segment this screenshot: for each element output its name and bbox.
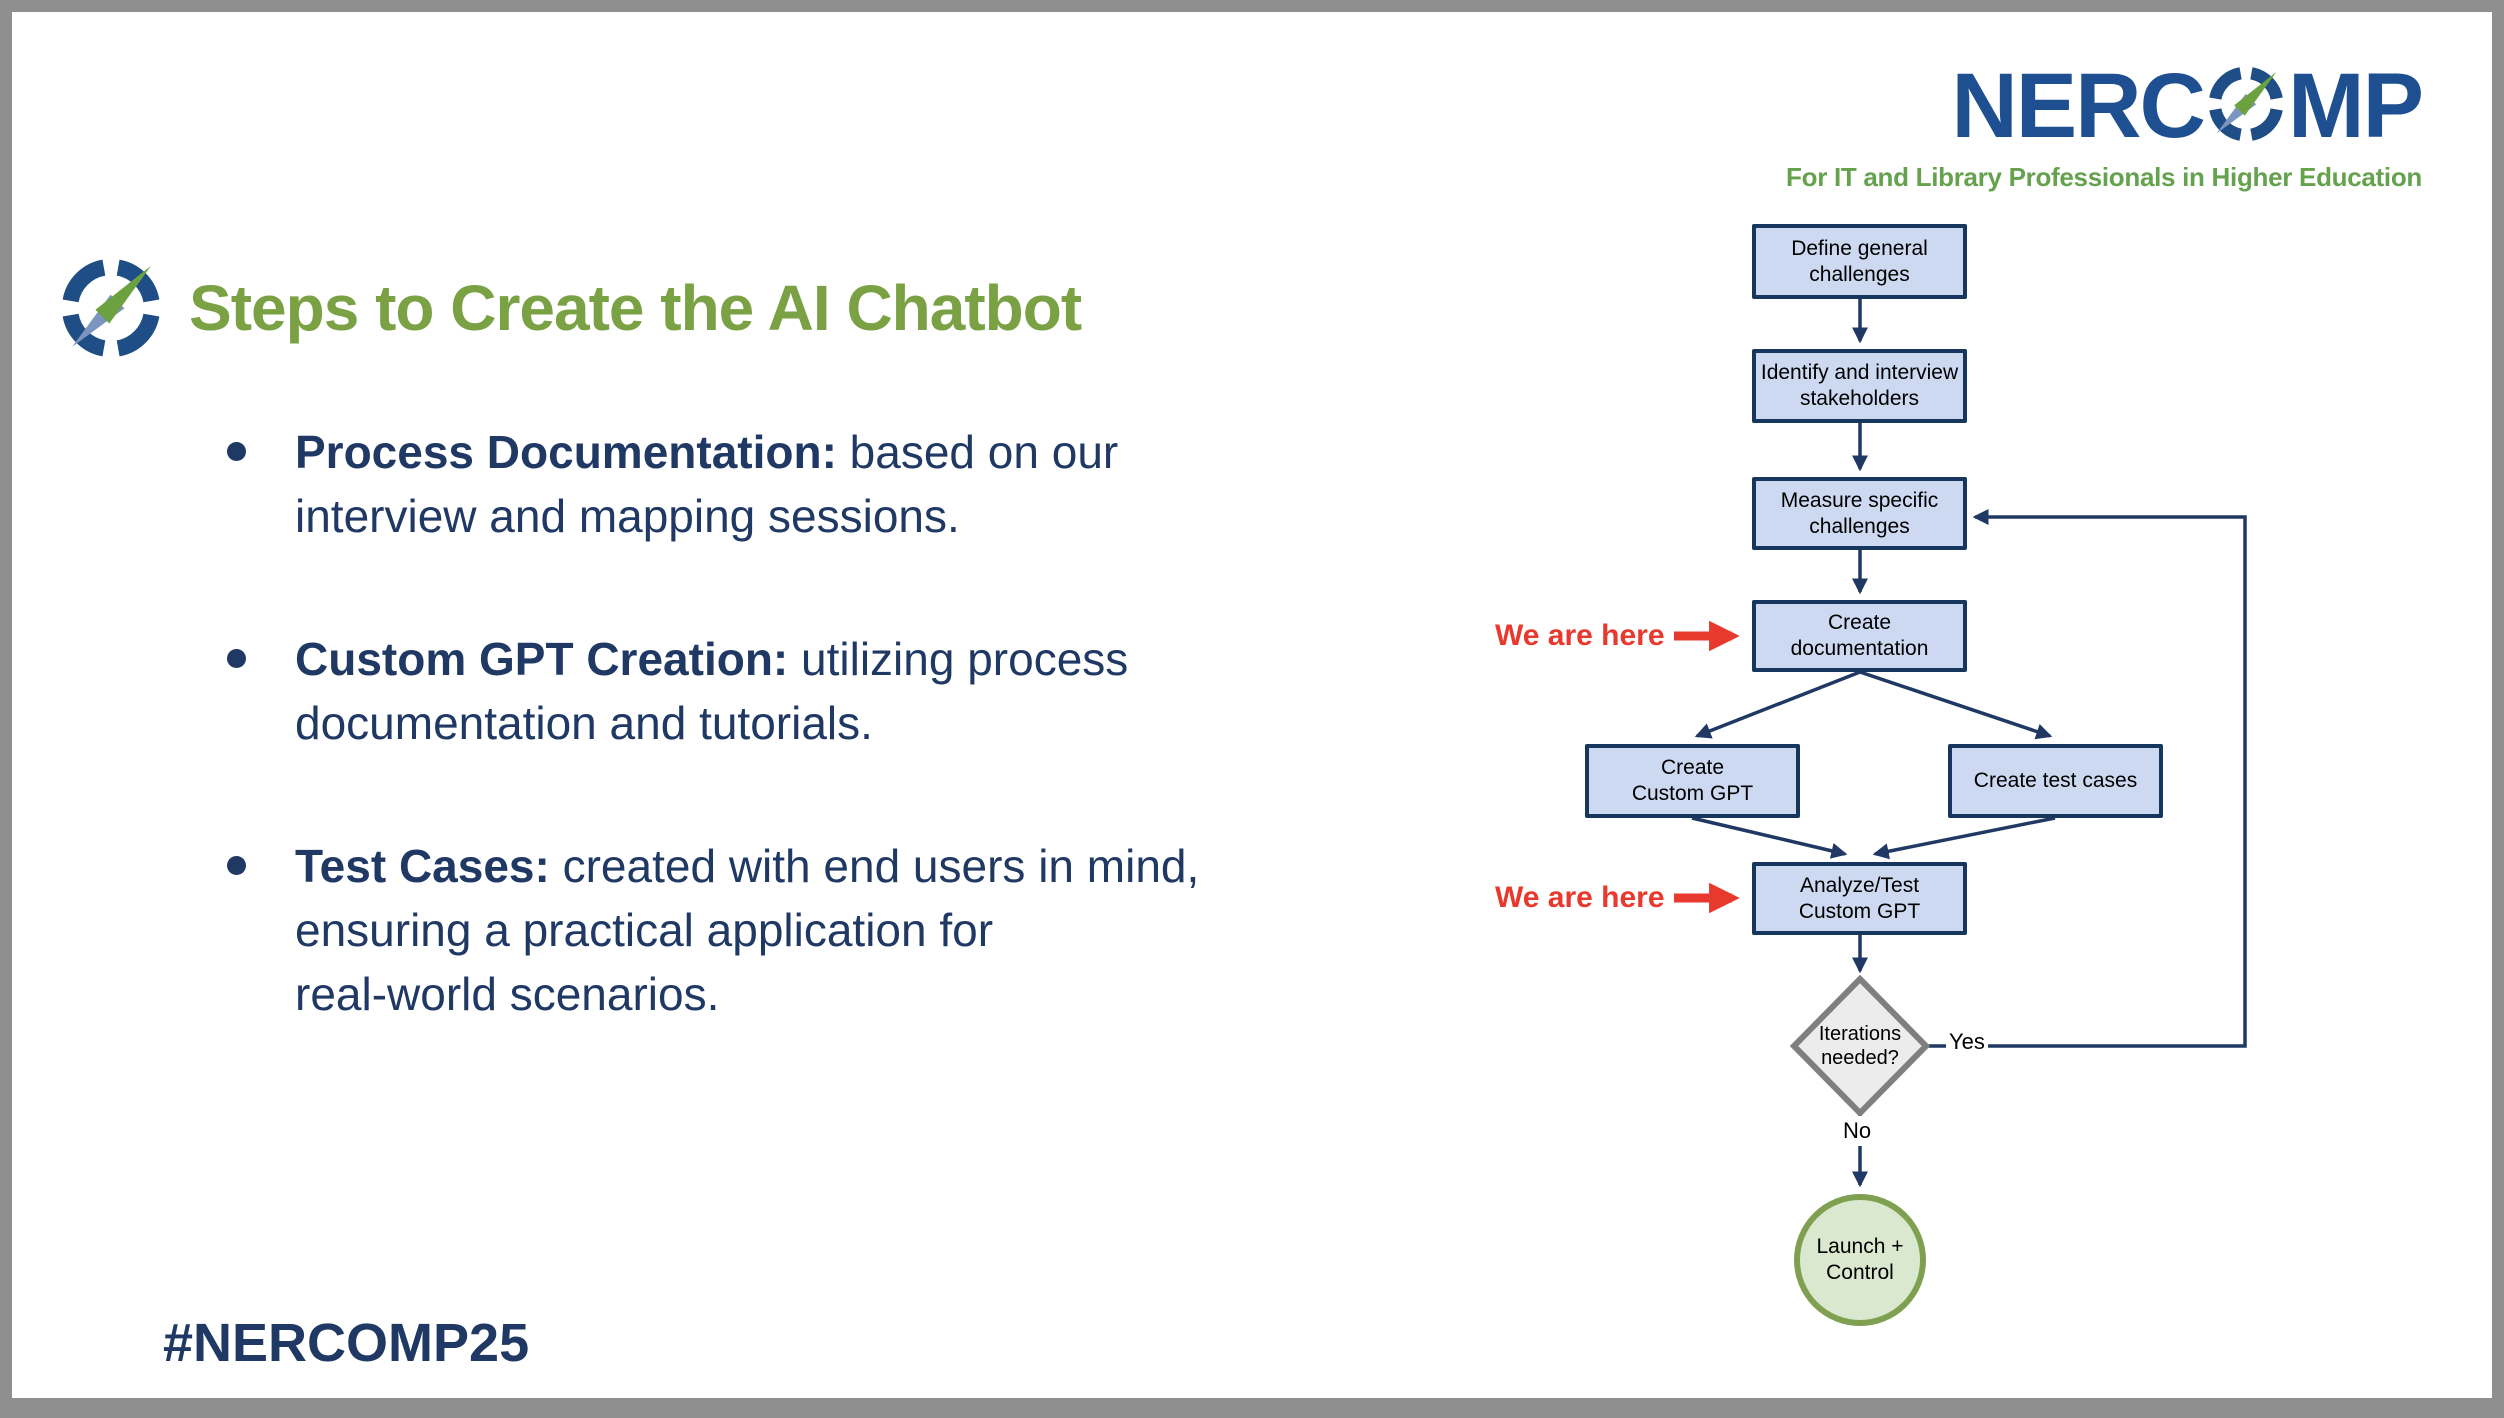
decision-diamond [1789, 974, 1931, 1118]
title-row: Steps to Create the AI Chatbot [57, 253, 1082, 363]
nercomp-logo: NERC MP For IT and Library Professionals… [1786, 55, 2424, 193]
bullet-line: interview and mapping sessions. [295, 490, 960, 542]
bullet-line: Process Documentation: based on our [295, 420, 1325, 484]
flow-node-analyze-test: Analyze/Test Custom GPT [1752, 862, 1967, 935]
flow-node-create-test-cases: Create test cases [1948, 744, 2163, 818]
yes-label: Yes [1946, 1027, 1988, 1057]
we-are-here-annotation: We are here [1495, 619, 1665, 652]
hashtag: #NERCOMP25 [163, 1313, 530, 1373]
list-item: Process Documentation: based on our inte… [225, 420, 1325, 548]
slide: NERC MP For IT and Library Professionals… [12, 12, 2492, 1398]
bullet-line: ensuring a practical application for [295, 904, 994, 956]
logo-text-left: NERC [1951, 55, 2206, 157]
flow-node-identify-stakeholders: Identify and interview stakeholders [1752, 349, 1967, 423]
page-title: Steps to Create the AI Chatbot [189, 272, 1082, 344]
decision-label: Iterations needed? [1818, 1023, 1902, 1069]
list-item: Custom GPT Creation: utilizing process d… [225, 627, 1325, 755]
no-label: No [1840, 1116, 1875, 1146]
flow-node-measure-challenges: Measure specific challenges [1752, 477, 1967, 550]
yes-loop-line [1926, 508, 2247, 1048]
bullet-line: real-world scenarios. [295, 968, 720, 1020]
bullet-text: created with end users in mind, [549, 840, 1200, 892]
list-item: Test Cases: created with end users in mi… [225, 834, 1325, 1026]
bullet-lead: Test Cases: [295, 840, 550, 892]
compass-icon [62, 259, 160, 357]
bullet-text: based on our [836, 426, 1119, 478]
compass-icon [2209, 67, 2283, 141]
bullet-line: Test Cases: created with end users in mi… [295, 834, 1325, 898]
flow-node-create-documentation: Create documentation [1752, 600, 1967, 672]
we-are-here-annotation: We are here [1495, 881, 1665, 914]
logo-text-right: MP [2288, 55, 2424, 157]
we-are-here-arrows [1674, 620, 1740, 914]
flowchart: Define general challenges Identify and i… [1440, 210, 2300, 1380]
flow-arrows [1691, 299, 2247, 1188]
bullet-text: utilizing process [788, 633, 1129, 685]
flow-node-create-custom-gpt: Create Custom GPT [1585, 744, 1800, 818]
flow-node-define-challenges: Define general challenges [1752, 224, 1967, 299]
bullet-line: Custom GPT Creation: utilizing process [295, 627, 1325, 691]
bullet-list: Process Documentation: based on our inte… [225, 420, 1325, 1105]
bullet-line: documentation and tutorials. [295, 697, 873, 749]
bullet-dot-icon [227, 856, 246, 875]
bullet-lead: Custom GPT Creation: [295, 633, 789, 685]
flowchart-connectors [1674, 299, 2247, 1188]
bullet-lead: Process Documentation: [295, 426, 837, 478]
bullet-dot-icon [227, 649, 246, 668]
flow-node-launch-control: Launch + Control [1794, 1194, 1926, 1326]
nercomp-wordmark: NERC MP [1951, 55, 2424, 157]
logo-tagline: For IT and Library Professionals in High… [1786, 162, 2422, 192]
bullet-dot-icon [227, 442, 246, 461]
